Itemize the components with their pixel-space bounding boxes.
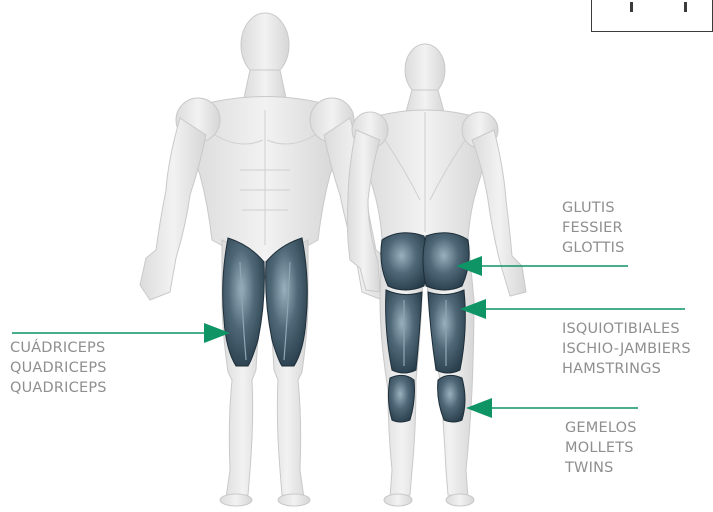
back-foot-left: [384, 494, 412, 506]
label-hamstrings: ISQUIOTIBIALES ISCHIO-JAMBIERS HAMSTRING…: [562, 319, 691, 379]
back-arm-left: [347, 130, 380, 292]
quad-right: [266, 238, 308, 366]
quad-left: [223, 238, 265, 366]
glute-right: [423, 233, 469, 290]
label-line: CUÁDRICEPS: [10, 338, 107, 358]
label-line: QUADRICEPS: [10, 378, 107, 398]
label-line: ISCHIO-JAMBIERS: [562, 339, 691, 359]
back-foot-right: [446, 494, 474, 506]
back-neck: [406, 90, 444, 112]
calf-left: [388, 375, 414, 422]
glute-left: [381, 233, 427, 290]
label-line: QUADRICEPS: [10, 358, 107, 378]
arrow-hamstrings: [460, 299, 685, 319]
front-head: [241, 13, 289, 77]
corner-tick: [684, 2, 687, 12]
front-foot-left: [220, 494, 252, 506]
label-line: HAMSTRINGS: [562, 359, 691, 379]
label-line: MOLLETS: [565, 438, 637, 458]
back-head: [405, 44, 445, 96]
label-calves: GEMELOS MOLLETS TWINS: [565, 418, 637, 478]
arrow-calves: [466, 398, 638, 418]
front-neck: [244, 70, 286, 98]
label-line: GEMELOS: [565, 418, 637, 438]
front-foot-right: [278, 494, 310, 506]
hamstring-right: [428, 290, 465, 373]
label-line: ISQUIOTIBIALES: [562, 319, 691, 339]
corner-frame: [591, 0, 713, 32]
corner-tick: [630, 2, 633, 12]
back-muscles: [381, 233, 469, 422]
arrow-glutes: [456, 256, 628, 276]
calf-right: [438, 375, 465, 422]
label-line: FESSIER: [562, 218, 625, 238]
label-line: GLUTIS: [562, 198, 625, 218]
label-line: GLOTTIS: [562, 238, 625, 258]
front-arm-left: [140, 118, 206, 300]
label-glutes: GLUTIS FESSIER GLOTTIS: [562, 198, 625, 258]
label-quadriceps: CUÁDRICEPS QUADRICEPS QUADRICEPS: [10, 338, 107, 398]
label-line: TWINS: [565, 458, 637, 478]
